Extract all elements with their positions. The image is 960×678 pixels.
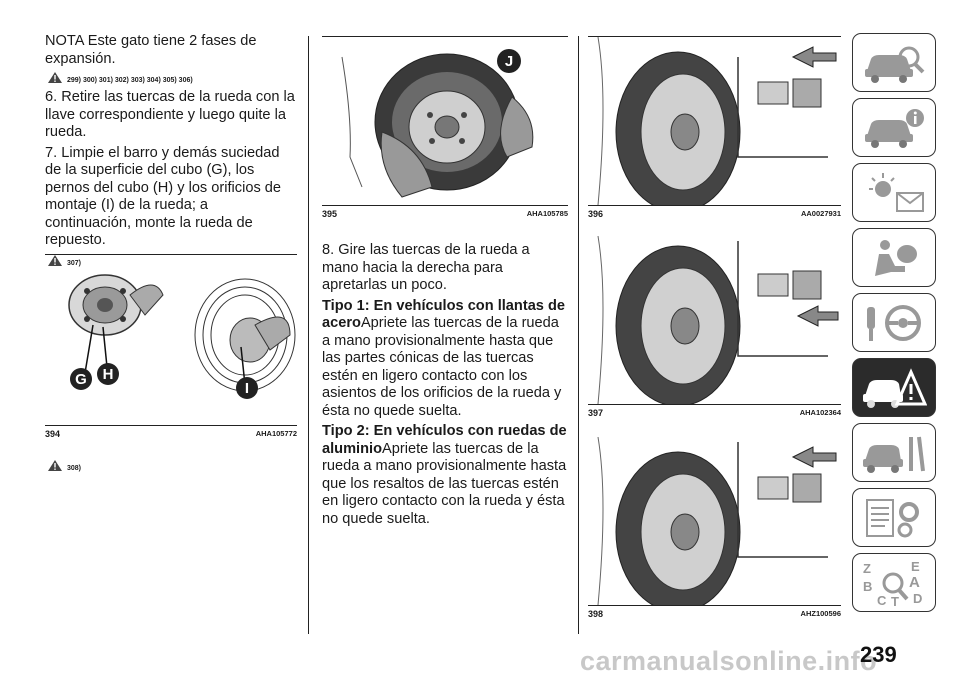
figure-caption: 394 AHA105772 xyxy=(45,426,297,439)
figure-number: 398 xyxy=(588,609,604,619)
figure-397: 397 AHA102364 xyxy=(588,235,841,418)
callout-i: I xyxy=(236,377,258,399)
note-text: NOTA Este gato tiene 2 fases de expansió… xyxy=(45,33,257,67)
figure-caption: 398 AHZ100596 xyxy=(588,606,841,619)
figure-code: AA0027931 xyxy=(800,209,841,218)
tipo-2-body: Apriete las tuercas de la rueda a mano p… xyxy=(322,440,567,527)
callout-j-label: J xyxy=(504,52,514,70)
warning-refs-2: 307) xyxy=(67,259,82,267)
callout-h: H xyxy=(97,363,119,385)
tipo-2-heading: Tipo 2: En vehículos con ruedas de alumi… xyxy=(322,423,567,457)
tab-starting-driving[interactable] xyxy=(852,293,936,352)
column-divider xyxy=(308,36,309,634)
index-letter-z: Z xyxy=(863,561,871,576)
tipo-1-paragraph: Tipo 1: En vehículos con llantas de acer… xyxy=(322,298,568,421)
callout-j: J xyxy=(497,49,521,73)
tab-vehicle-overview[interactable] xyxy=(852,33,936,92)
tab-maintenance[interactable] xyxy=(852,423,936,482)
step-8: 8. Gire las tuercas de la rueda a mano h… xyxy=(322,242,530,293)
index-letter-t: T xyxy=(891,594,899,607)
figure-code: AHA102364 xyxy=(799,408,841,417)
chapter-tabs: Z E B A C T D xyxy=(852,33,938,618)
center-text: 8. Gire las tuercas de la rueda a mano h… xyxy=(322,242,568,528)
tab-technical-specs[interactable] xyxy=(852,488,936,547)
warning-triangle-icon xyxy=(48,460,62,471)
figure-394: G H I 394 AHA105772 308) xyxy=(45,254,297,477)
page-number: 239 xyxy=(860,642,897,667)
index-letter-a: A xyxy=(909,574,920,591)
callout-g: G xyxy=(70,368,92,390)
tipo-1-heading: Tipo 1: En vehículos con llantas de acer… xyxy=(322,297,566,332)
index-letter-c: C xyxy=(877,593,887,607)
tab-emergency[interactable] xyxy=(852,358,936,417)
wheel-nut-illustration xyxy=(597,36,837,213)
warning-reference: 308) xyxy=(47,459,297,472)
tab-warning-lights[interactable] xyxy=(852,163,936,222)
figure-number: 397 xyxy=(588,408,604,418)
figure-number: 395 xyxy=(322,209,338,219)
warning-triangle-icon xyxy=(48,72,62,83)
key-steering-wheel-icon xyxy=(867,304,921,341)
wheel-nut-illustration xyxy=(597,235,839,407)
tab-safety[interactable] xyxy=(852,228,936,287)
car-breakdown-warning-icon xyxy=(863,367,927,408)
warning-refs-3: 308) xyxy=(67,465,82,472)
callout-g-label: G xyxy=(75,370,87,388)
wheel-nut-illustration xyxy=(597,436,837,613)
index-letter-e: E xyxy=(911,559,920,574)
index-letter-d: D xyxy=(913,591,922,606)
figure-caption: 396 AA0027931 xyxy=(588,206,841,219)
car-info-icon xyxy=(865,108,924,148)
step-6: 6. Retire las tuercas de la rueda con la… xyxy=(45,89,295,140)
left-column: NOTA Este gato tiene 2 fases de expansió… xyxy=(45,33,297,272)
figure-number: 394 xyxy=(45,429,61,439)
figure-caption: 395 AHA105785 xyxy=(322,206,568,219)
figure-395: J 395 AHA105785 xyxy=(322,36,568,219)
figure-code: AHZ100596 xyxy=(800,609,841,618)
figure-code: AHA105772 xyxy=(255,429,297,438)
column-divider xyxy=(578,36,579,634)
callout-i-label: I xyxy=(244,379,250,397)
figure-398: 398 AHZ100596 xyxy=(588,436,841,619)
figure-396: 396 AA0027931 xyxy=(588,36,841,219)
car-search-icon xyxy=(865,46,925,83)
warning-reference: 307) xyxy=(47,254,297,267)
alphabetical-index-icon: Z E B A C T D xyxy=(863,559,922,607)
warning-reference: 299) 300) 301) 302) 303) 304) 305) 306) xyxy=(47,71,297,84)
step-7: 7. Limpie el barro y demás suciedad de l… xyxy=(45,144,282,249)
tab-vehicle-info[interactable] xyxy=(852,98,936,157)
tipo-2-paragraph: Tipo 2: En vehículos con ruedas de alumi… xyxy=(322,423,568,528)
warning-refs-1: 299) 300) 301) 302) 303) 304) 305) 306) xyxy=(67,77,193,84)
specifications-gears-icon xyxy=(866,498,919,537)
callout-h-label: H xyxy=(102,365,114,383)
spare-tire-illustration xyxy=(341,53,534,198)
figure-code: AHA105785 xyxy=(526,209,568,218)
car-service-tools-icon xyxy=(863,436,925,473)
figure-number: 396 xyxy=(588,209,604,219)
watermark: carmanualsonline.info xyxy=(580,646,878,676)
index-letter-b: B xyxy=(863,579,872,594)
wheel-hub-illustration xyxy=(68,274,296,392)
warning-triangle-icon xyxy=(48,254,62,266)
figure-caption: 397 AHA102364 xyxy=(588,405,841,418)
tipo-1-body: Apriete las tuercas de la rueda a mano p… xyxy=(322,315,562,419)
warning-lights-message-icon xyxy=(869,172,924,212)
airbag-seat-icon xyxy=(875,239,917,276)
tab-index[interactable]: Z E B A C T D xyxy=(852,553,936,612)
